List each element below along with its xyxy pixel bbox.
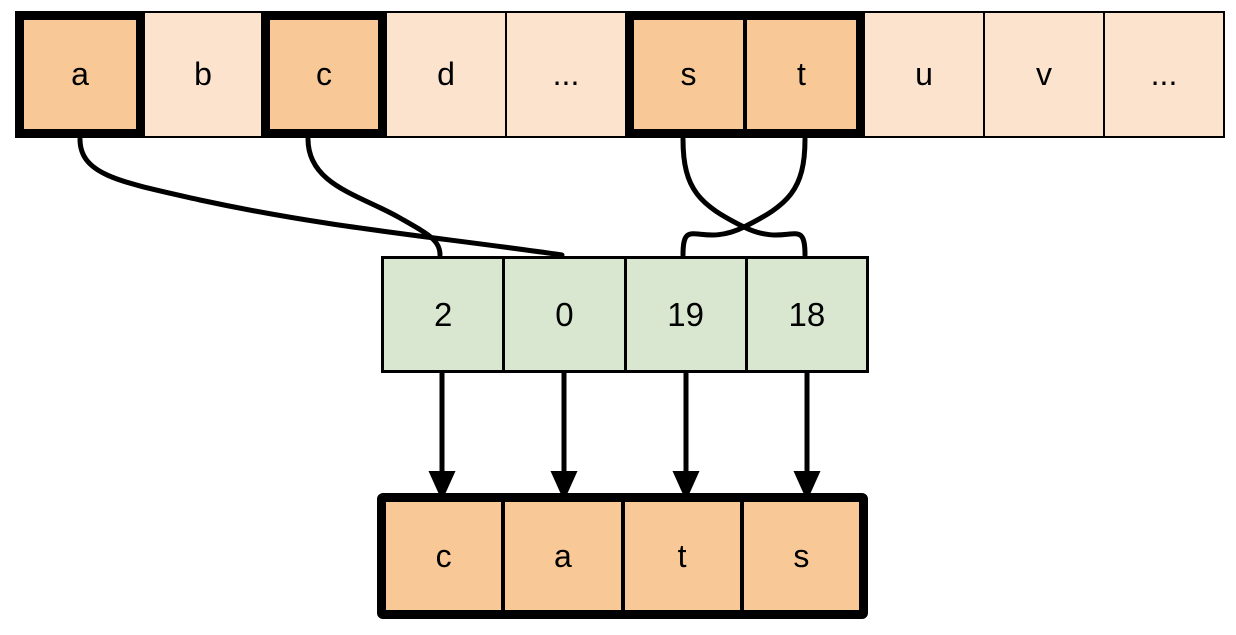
connector-t-to-19 [680,136,808,258]
alphabet-cell-1[interactable]: b [143,11,263,138]
output-cell-letter: a [553,537,572,574]
alphabet-highlight-group-c[interactable]: c [261,11,387,138]
alphabet-cell-label: b [194,56,212,92]
output-cell-1[interactable]: a [501,502,621,610]
index-cell-value: 2 [433,295,453,333]
alphabet-highlight-cell-t[interactable]: t [743,20,856,129]
alphabet-highlight-group-a[interactable]: a [15,11,145,138]
index-cell-1[interactable]: 0 [502,259,623,370]
index-cell-value: 0 [555,295,574,333]
alphabet-cell-label: v [1036,56,1052,92]
alphabet-cell-label: a [71,56,89,92]
index-cell-3[interactable]: 18 [744,259,866,370]
output-cell-letter: c [435,537,452,574]
alphabet-cell-label: u [915,56,933,92]
index-cell-2[interactable]: 19 [623,259,745,370]
connector-s-to-18 [680,136,808,258]
output-cell-2[interactable]: t [620,502,740,610]
alphabet-cell-8[interactable]: v [983,11,1105,138]
alphabet-cell-9[interactable]: ... [1103,11,1225,138]
alphabet-cell-label: ... [1150,56,1178,92]
alphabet-strip: a b c d ... s t u v ... a [15,11,1225,138]
index-cell-0[interactable]: 2 [384,259,502,370]
alphabet-cell-label: c [316,56,332,92]
alphabet-cell-label: s [680,56,697,92]
alphabet-highlight-cell-c[interactable]: c [270,20,378,129]
alphabet-cell-label: d [437,56,455,92]
alphabet-cell-4[interactable]: ... [505,11,627,138]
alphabet-highlight-group-st[interactable]: s t [625,11,865,138]
alphabet-cell-7[interactable]: u [863,11,985,138]
output-word: c a t s [377,493,868,619]
output-cell-0[interactable]: c [386,502,502,610]
output-cell-letter: s [793,537,810,574]
alphabet-highlight-cell-s[interactable]: s [634,20,743,129]
index-cell-value: 19 [667,295,704,333]
alphabet-cell-label: ... [552,56,580,92]
index-cell-value: 18 [788,295,826,333]
alphabet-cell-3[interactable]: d [385,11,507,138]
output-cell-letter: t [677,537,687,574]
alphabet-cell-label: t [797,56,806,92]
index-array: 2 0 19 18 [381,256,869,373]
connector-a-to-0 [77,136,565,258]
output-cell-3[interactable]: s [739,502,859,610]
alphabet-highlight-cell-a[interactable]: a [24,20,136,129]
connector-c-to-2 [305,136,443,258]
